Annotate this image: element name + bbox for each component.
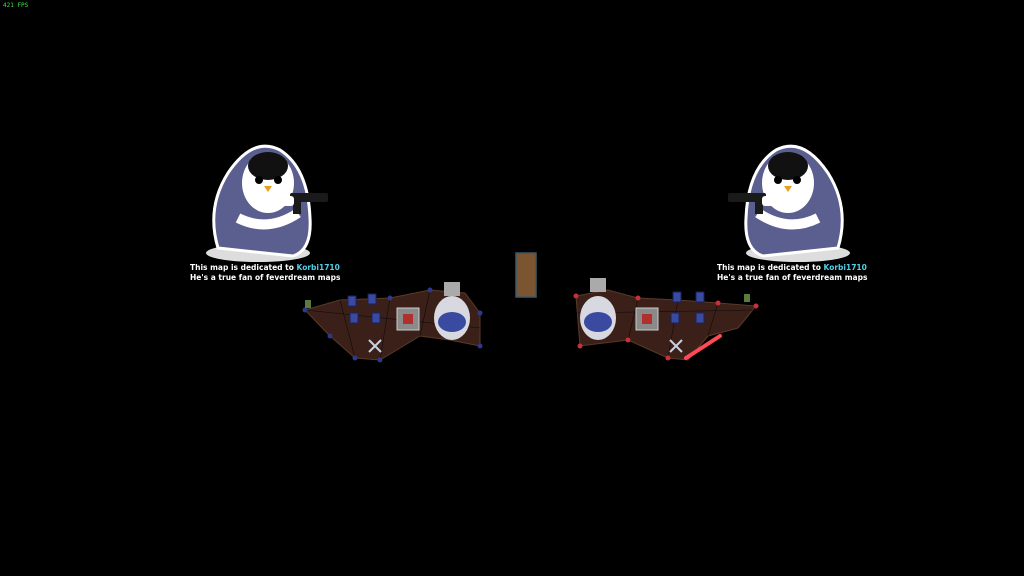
penguin-right-icon [728,138,858,263]
center-wall [515,252,539,300]
left-base-island[interactable] [300,268,490,368]
dedication-prefix: This map is dedicated to [190,263,297,272]
right-base-island[interactable] [568,268,763,368]
dedication-text-right: This map is dedicated to Korbi1710 He's … [717,263,917,283]
dedication-text-left: This map is dedicated to Korbi1710 He's … [190,263,390,283]
dedication-subline: He's a true fan of feverdream maps [190,273,341,282]
dedication-prefix: This map is dedicated to [717,263,824,272]
player-name: Korbi1710 [296,263,340,272]
fps-counter: 421 FPS [3,2,29,9]
player-name: Korbi1710 [823,263,867,272]
penguin-left-icon [198,138,328,263]
dedication-subline: He's a true fan of feverdream maps [717,273,868,282]
